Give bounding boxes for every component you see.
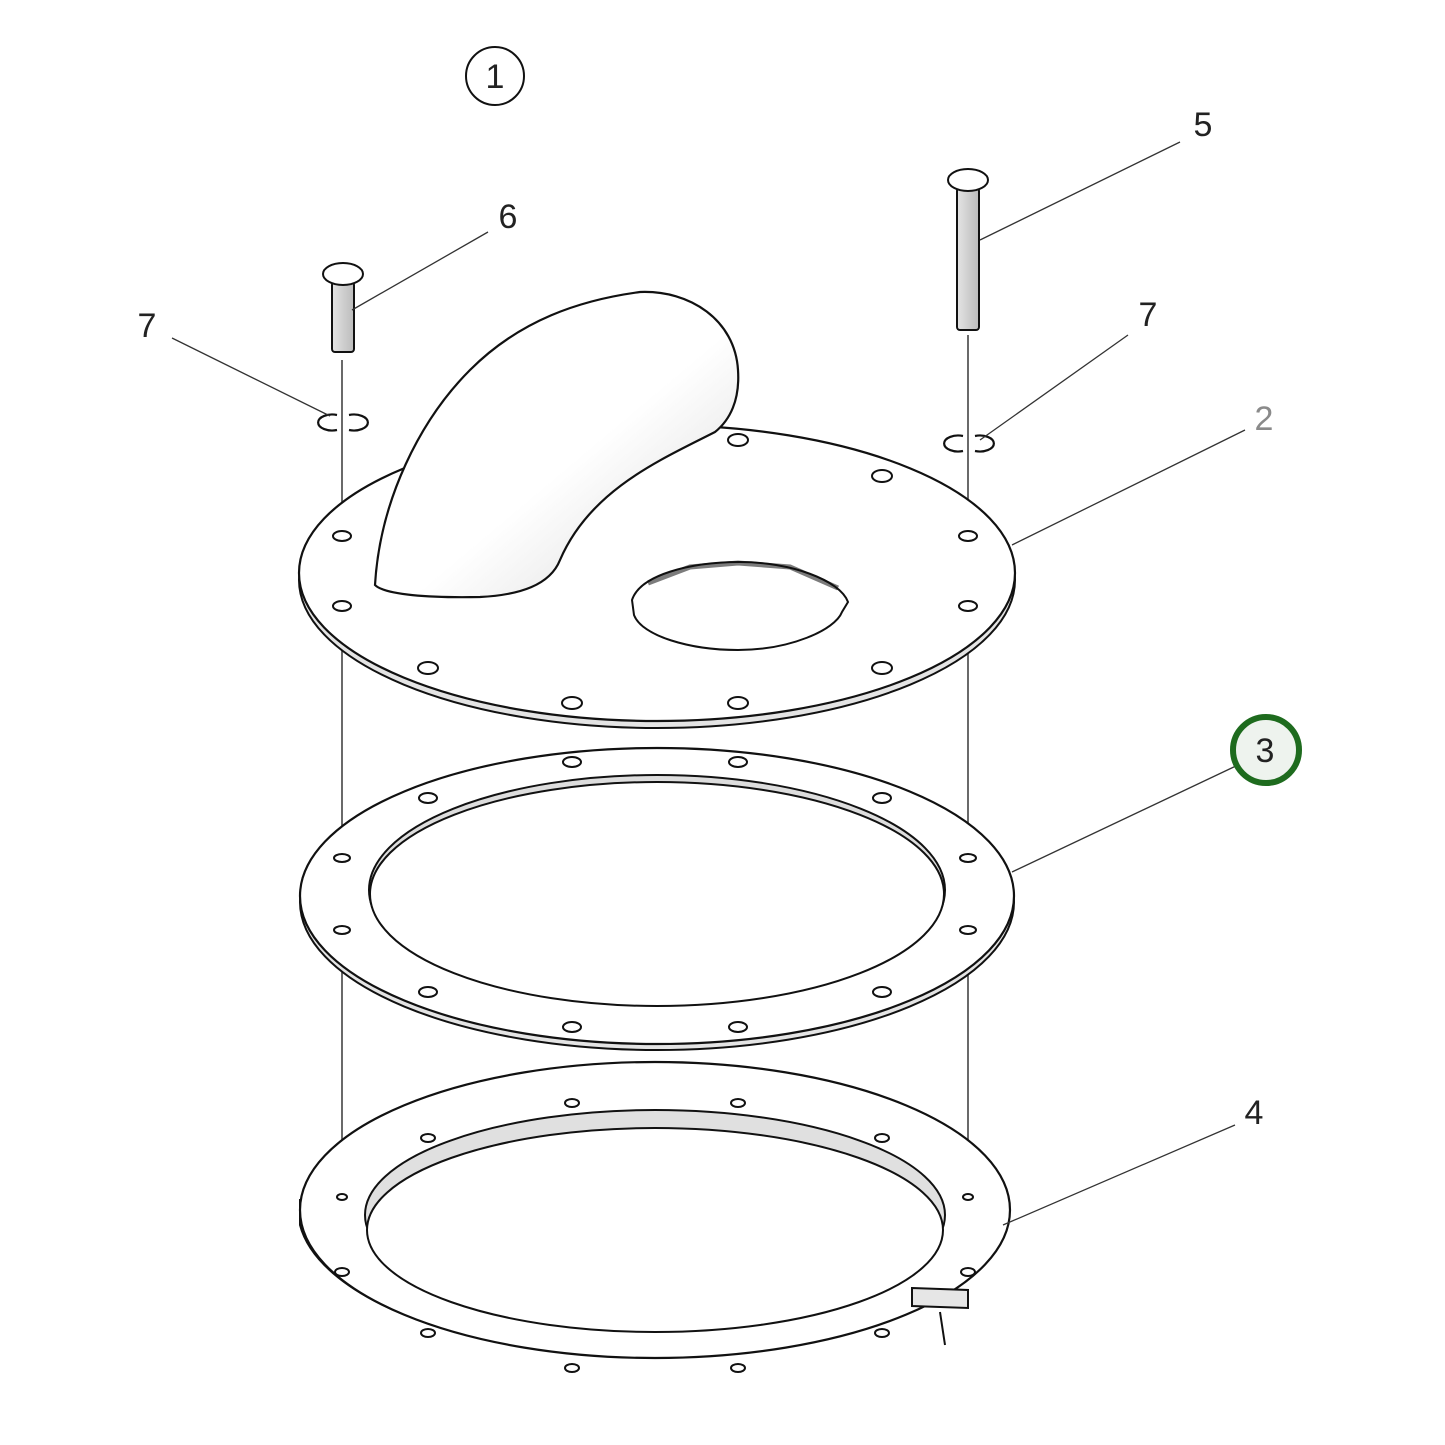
label-5: 5 [1194,106,1213,144]
assembly-callout-1: 1 [465,46,525,106]
label-4: 4 [1245,1094,1264,1132]
label-6: 6 [499,198,518,236]
elbow-spout [373,290,740,599]
bolt-holes [334,1098,976,1373]
part-7-clip-right [943,434,995,453]
part-5-long-pin [947,168,989,331]
label-2: 2 [1255,400,1274,438]
label-7-left: 7 [138,307,157,345]
label-7-right: 7 [1139,296,1158,334]
part-4-backing-ring [298,1060,1012,1373]
callout-3-highlight[interactable]: 3 [1230,714,1302,786]
part-6-short-pin [322,262,364,353]
bolt-holes [332,433,978,710]
part-3-gasket-ring [298,746,1016,1051]
part-7-clip-left [317,413,369,432]
part-2-flange-plate [297,290,1017,729]
callout-3-text: 3 [1256,732,1275,770]
bolt-holes [333,756,977,1033]
leader-lines [171,141,1246,1226]
callout-1-text: 1 [486,58,505,96]
